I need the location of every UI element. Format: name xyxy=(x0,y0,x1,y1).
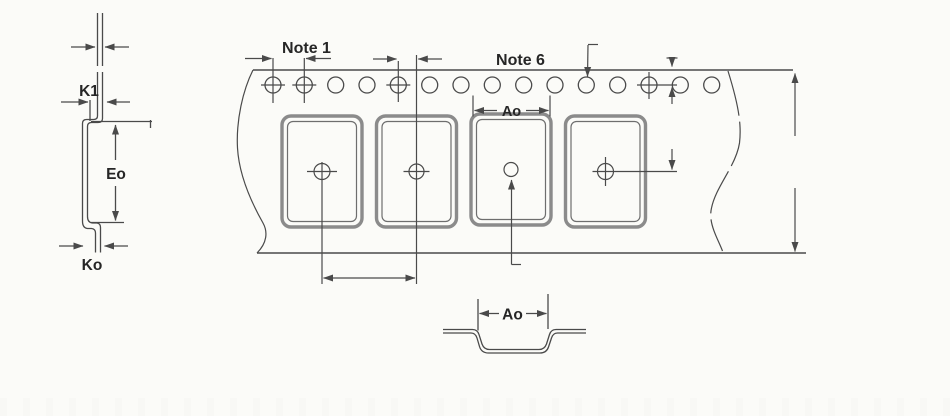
section-outer-line xyxy=(443,328,586,351)
pocket-3 xyxy=(469,112,553,266)
sprocket-hole xyxy=(421,76,439,94)
sprocket-hole xyxy=(546,76,564,94)
sprocket-hole xyxy=(483,76,501,94)
dimension-k1 xyxy=(61,98,130,121)
label-ko: Ko xyxy=(82,257,103,274)
pocket-4 xyxy=(563,114,677,229)
dimension-edge-to-hole xyxy=(666,57,678,170)
label-note-6: Note 6 xyxy=(496,52,545,69)
pocket-center-hole xyxy=(503,161,519,178)
sprocket-hole xyxy=(452,76,470,94)
label-note-1: Note 1 xyxy=(282,40,331,57)
tape-left-break-line xyxy=(236,69,267,254)
side-section-view: K1 Eo Ko xyxy=(59,13,152,274)
sprocket-hole xyxy=(358,76,376,94)
tape-right-break-line xyxy=(710,70,741,252)
pocket-section-view: Ao xyxy=(443,294,586,354)
label-ao-section: Ao xyxy=(502,307,523,324)
dimension-ao-pocket xyxy=(472,95,551,117)
sprocket-hole xyxy=(515,76,533,94)
note-6-leader xyxy=(584,43,598,77)
label-eo: Eo xyxy=(106,166,126,183)
sprocket-hole xyxy=(609,76,627,94)
dimension-eo xyxy=(91,120,152,224)
sprocket-hole-crosshairs xyxy=(261,58,677,103)
scan-noise-strip xyxy=(0,398,950,416)
label-k1: K1 xyxy=(79,83,99,100)
sprocket-hole xyxy=(703,76,721,94)
profile-outer-line xyxy=(81,13,99,253)
sprocket-hole xyxy=(577,76,595,94)
pocket-2 xyxy=(374,55,459,284)
profile-inner-line xyxy=(86,13,104,253)
tape-top-view: Note 1 Note 6 Ao xyxy=(236,40,806,284)
sprocket-hole xyxy=(327,76,345,94)
section-inner-line xyxy=(443,332,586,354)
dimension-ao-section xyxy=(477,294,549,331)
pocket-1 xyxy=(280,114,364,284)
label-ao-pocket: Ao xyxy=(502,104,521,120)
